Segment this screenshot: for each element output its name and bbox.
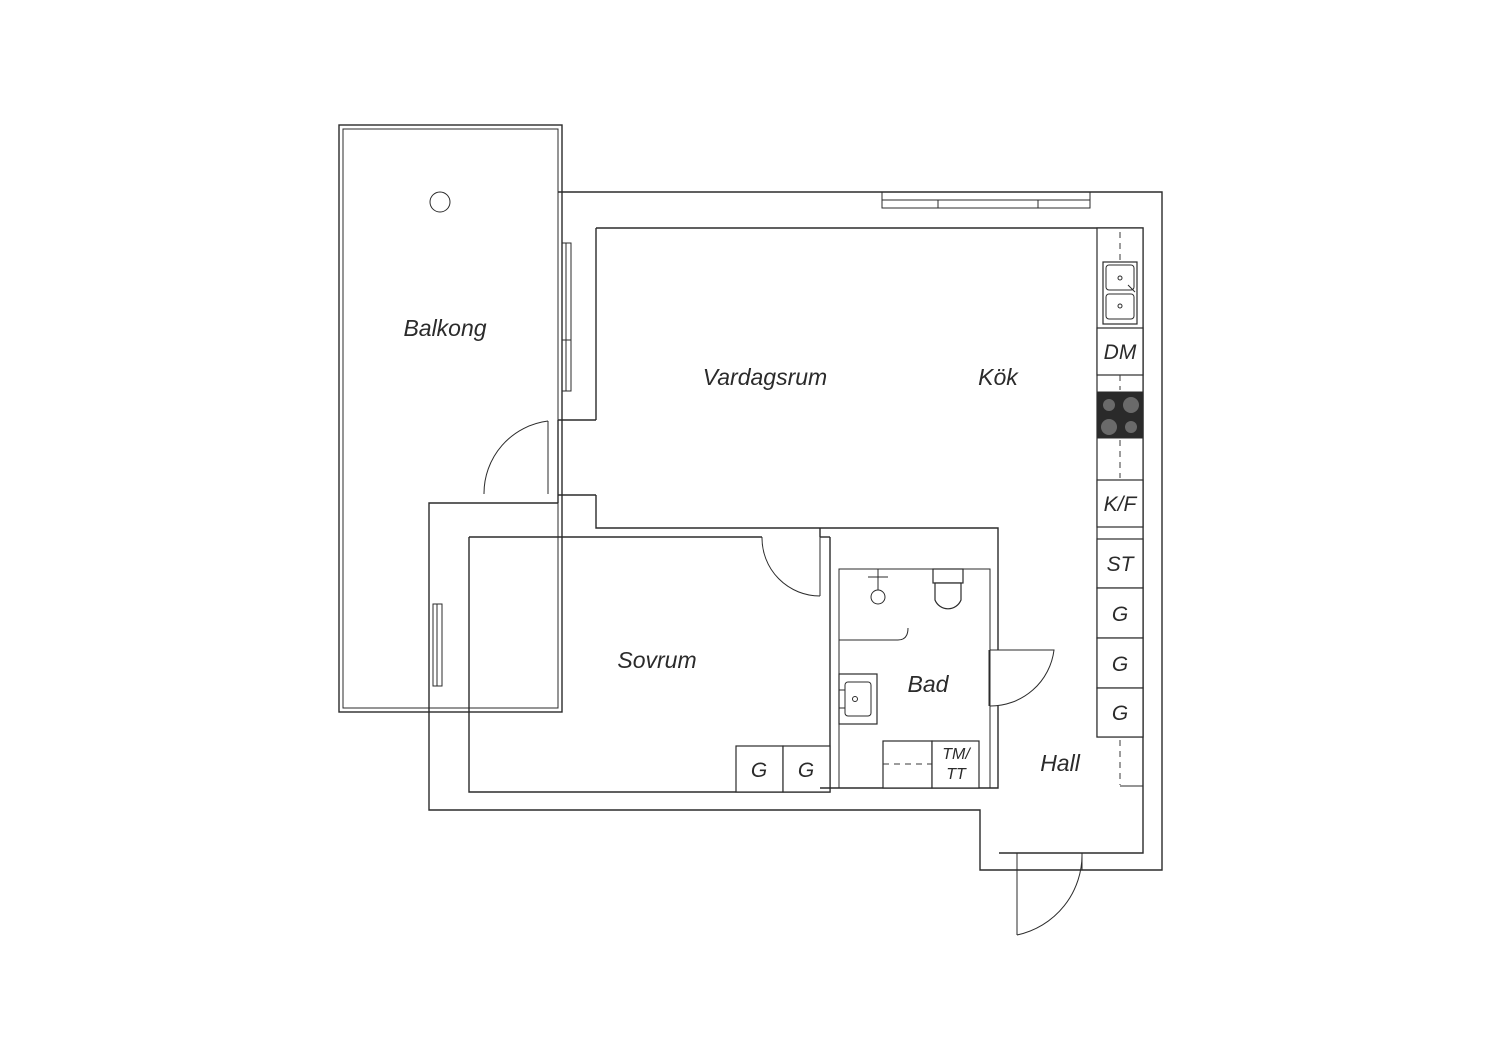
bathroom — [820, 527, 1055, 789]
sink-icon — [1102, 261, 1138, 325]
label-washer-line2: TT — [946, 766, 967, 783]
room-label-living: Vardagsrum — [703, 364, 827, 390]
window-balcony-door — [561, 242, 572, 392]
label-wardrobe-3: G — [1112, 702, 1128, 725]
label-cleaning-closet: ST — [1107, 553, 1136, 576]
bedroom-wardrobe-2 — [782, 745, 831, 793]
label-wardrobe-2: G — [1112, 653, 1128, 676]
bedroom-wardrobe-1 — [735, 745, 784, 793]
washbasin-icon — [838, 673, 878, 725]
fridge-freezer — [1096, 479, 1144, 528]
room-label-bedroom: Sovrum — [617, 647, 696, 673]
wardrobe-2 — [1096, 637, 1144, 689]
label-fridge-freezer: K/F — [1104, 493, 1138, 516]
room-label-balcony: Balkong — [403, 315, 486, 341]
room-label-kitchen: Kök — [978, 364, 1019, 390]
label-bedroom-wardrobe-1: G — [751, 759, 767, 782]
drain-icon — [429, 191, 451, 213]
balcony — [338, 124, 563, 713]
toilet-icon — [932, 568, 964, 610]
bedroom — [468, 528, 831, 793]
dishwasher — [1096, 327, 1144, 376]
room-label-hall: Hall — [1040, 750, 1081, 776]
entrance-door — [1016, 852, 1083, 936]
label-wardrobe-1: G — [1112, 603, 1128, 626]
wardrobe-3 — [1096, 687, 1144, 738]
kitchen-counter — [1096, 227, 1144, 787]
label-dishwasher: DM — [1104, 341, 1137, 364]
room-label-bath: Bad — [908, 671, 950, 697]
window-top — [881, 191, 1091, 209]
balcony-door — [483, 420, 549, 495]
washer-dryer — [931, 740, 980, 789]
cleaning-closet — [1096, 538, 1144, 589]
window-bedroom — [432, 603, 443, 687]
stove-icon — [1096, 391, 1144, 439]
wardrobe-1 — [1096, 587, 1144, 639]
shower-icon — [839, 569, 909, 641]
label-bedroom-wardrobe-2: G — [798, 759, 814, 782]
label-washer-line1: TM/ — [942, 746, 971, 763]
